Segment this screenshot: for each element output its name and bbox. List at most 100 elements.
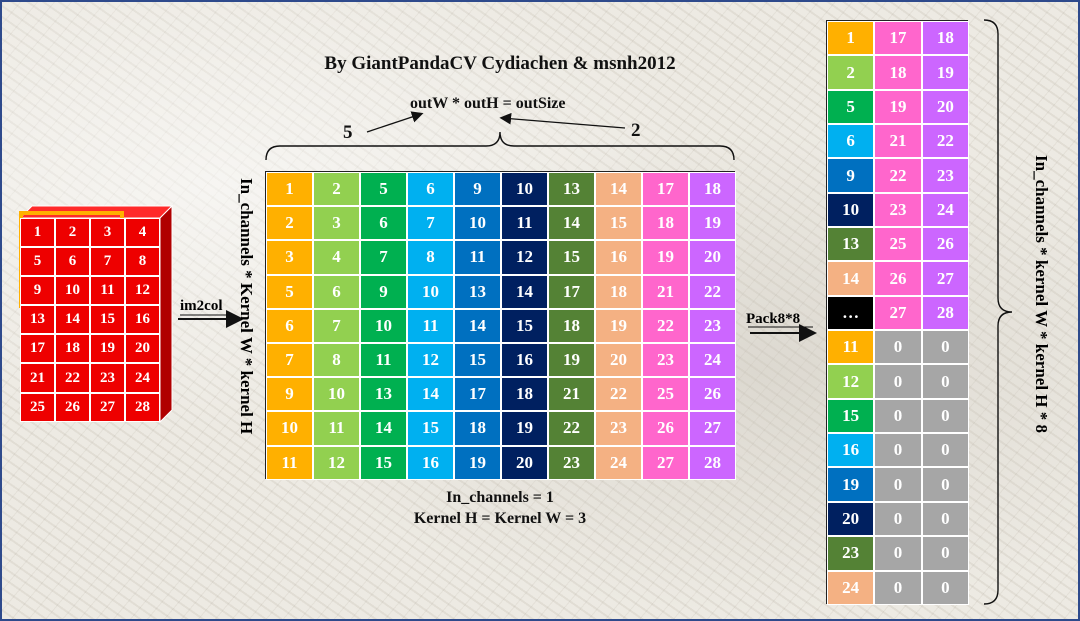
packed-cell: 23	[921, 158, 969, 193]
packed-cell: 18	[921, 21, 969, 56]
input-cell: 24	[125, 363, 160, 393]
input-cell: 1	[20, 218, 55, 248]
input-cell: 6	[55, 247, 90, 277]
packed-cell: 0	[874, 501, 922, 537]
matrix-cell: 15	[595, 206, 642, 241]
packed-cell: 10	[827, 192, 875, 228]
packed-cell: 0	[921, 330, 969, 365]
matrix-cell: 16	[595, 240, 642, 275]
matrix-cell: 23	[689, 308, 736, 343]
matrix-cell: 6	[407, 172, 454, 207]
input-cell: 18	[55, 334, 90, 364]
packed-cell: 26	[921, 227, 969, 262]
matrix-cell: 10	[360, 308, 407, 343]
matrix-cell: 18	[689, 172, 736, 207]
in-channels-label: In_channels = 1	[446, 489, 554, 506]
matrix-cell: 7	[360, 240, 407, 275]
cube-side-face	[159, 204, 173, 424]
matrix-cell: 14	[595, 172, 642, 207]
matrix-cell: 11	[266, 445, 313, 480]
matrix-cell: 28	[689, 445, 736, 480]
matrix-cell: 18	[642, 206, 689, 241]
packed-cell: 17	[874, 21, 922, 56]
matrix-cell: 14	[501, 274, 548, 309]
matrix-cell: 13	[360, 377, 407, 412]
matrix-cell: 19	[642, 240, 689, 275]
input-cell: 14	[55, 305, 90, 335]
matrix-cell: 5	[360, 172, 407, 207]
matrix-cell: 1	[266, 172, 313, 207]
matrix-cell: 27	[642, 445, 689, 480]
matrix-cell: 22	[689, 274, 736, 309]
input-cell: 16	[125, 305, 160, 335]
packed-cell: 27	[921, 261, 969, 296]
matrix-cell: 23	[642, 342, 689, 378]
input-cell: 7	[90, 247, 125, 277]
matrix-cell: 21	[548, 377, 595, 412]
input-cell: 9	[20, 276, 55, 306]
input-cell: 3	[90, 218, 125, 248]
packed-cell: 0	[921, 501, 969, 537]
packed-cell: 5	[827, 89, 875, 125]
matrix-cell: 17	[642, 172, 689, 207]
matrix-cell: 19	[501, 411, 548, 446]
matrix-cell: 8	[313, 342, 360, 378]
matrix-cell: 14	[360, 411, 407, 446]
pack-label: Pack8*8	[746, 311, 801, 327]
matrix-cell: 9	[360, 274, 407, 309]
packed-cell: 16	[827, 433, 875, 468]
packed-cell: 19	[921, 55, 969, 90]
matrix-cell: 11	[454, 240, 501, 275]
packed-cell: …	[827, 295, 875, 331]
matrix-cell: 10	[454, 206, 501, 241]
packed-cell: 0	[874, 536, 922, 571]
matrix-cell: 25	[642, 377, 689, 412]
packed-cell: 0	[874, 570, 922, 605]
matrix-cell: 17	[548, 274, 595, 309]
packed-cell: 22	[921, 124, 969, 159]
input-cell: 15	[90, 305, 125, 335]
matrix-cell: 19	[548, 342, 595, 378]
matrix-cell: 6	[360, 206, 407, 241]
vertical-label-left: In_channels * Kernel W * kernel H	[237, 178, 256, 435]
matrix-cell: 16	[501, 342, 548, 378]
input-cell: 19	[90, 334, 125, 364]
packed-cell: 0	[921, 398, 969, 434]
packed-cell: 0	[921, 433, 969, 468]
matrix-cell: 22	[595, 377, 642, 412]
matrix-cell: 10	[266, 411, 313, 446]
packed-cell: 25	[874, 227, 922, 262]
matrix-cell: 17	[454, 377, 501, 412]
matrix-cell: 27	[689, 411, 736, 446]
input-cell: 27	[90, 392, 125, 422]
matrix-cell: 20	[501, 445, 548, 480]
packed-cell: 26	[874, 261, 922, 296]
matrix-cell: 6	[266, 308, 313, 343]
matrix-cell: 19	[454, 445, 501, 480]
matrix-cell: 11	[360, 342, 407, 378]
packed-cell: 9	[827, 158, 875, 193]
packed-cell: 0	[921, 570, 969, 605]
matrix-cell: 18	[501, 377, 548, 412]
matrix-cell: 9	[266, 377, 313, 412]
packed-cell: 0	[874, 330, 922, 365]
packed-cell: 0	[921, 536, 969, 571]
packed-cell: 28	[921, 295, 969, 331]
matrix-cell: 12	[313, 445, 360, 480]
input-cell: 2	[55, 218, 90, 248]
packed-cell: 12	[827, 364, 875, 399]
input-cell: 20	[125, 334, 160, 364]
matrix-cell: 2	[313, 172, 360, 207]
matrix-cell: 5	[266, 274, 313, 309]
matrix-cell: 8	[407, 240, 454, 275]
matrix-cell: 24	[595, 445, 642, 480]
input-cell: 23	[90, 363, 125, 393]
label-5: 5	[343, 122, 353, 143]
matrix-cell: 13	[454, 274, 501, 309]
top-brace	[265, 131, 735, 161]
matrix-cell: 15	[407, 411, 454, 446]
matrix-cell: 4	[313, 240, 360, 275]
matrix-cell: 15	[454, 342, 501, 378]
